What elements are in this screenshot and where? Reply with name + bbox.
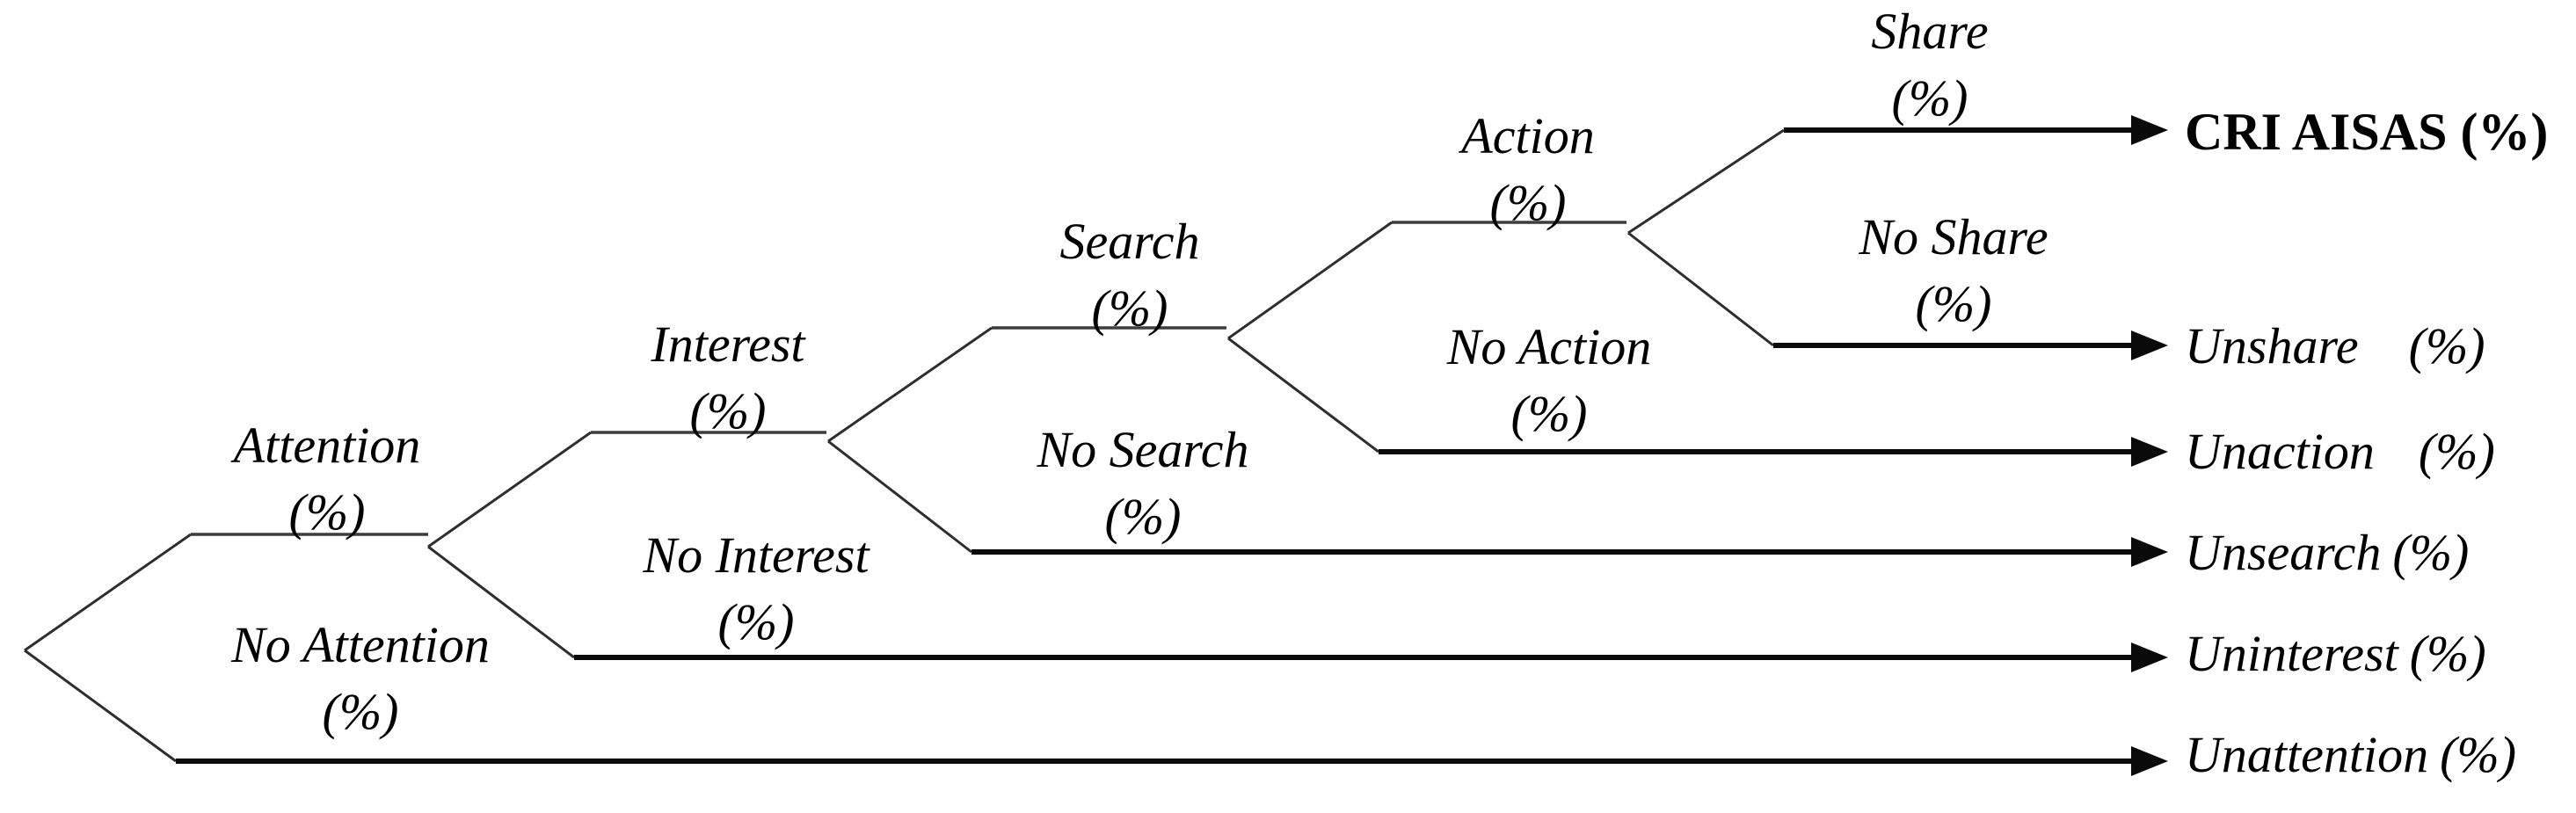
stage-label-search: Search (%)	[1060, 208, 1200, 342]
branch-label-no-search: No Search (%)	[1037, 417, 1248, 550]
no-share-percent: (%)	[1915, 275, 1992, 332]
no-interest-name: No Interest	[643, 526, 870, 584]
uninterest-label: Uninterest	[2185, 625, 2398, 682]
unsearch-label: Unsearch	[2185, 524, 2382, 581]
no-attention-percent: (%)	[322, 683, 399, 740]
no-search-name: No Search	[1037, 421, 1249, 478]
no-search-percent: (%)	[1104, 488, 1182, 545]
unsearch-arrowhead-icon	[2131, 537, 2168, 567]
stage-interest-percent: (%)	[689, 382, 767, 439]
unaction-label: Unaction	[2185, 423, 2375, 480]
no-attention-name: No Attention	[231, 616, 490, 673]
stage-attention-name: Attention	[233, 417, 421, 474]
stage-label-attention: Attention (%)	[234, 412, 421, 546]
outcome-uninterest: Uninterest (%)	[2185, 628, 2486, 680]
no-share-name: No Share	[1859, 208, 2048, 265]
interest-to-unsearch-diagonal	[827, 439, 972, 554]
branch-label-no-attention: No Attention (%)	[231, 612, 490, 745]
stage-search-name: Search	[1059, 213, 1200, 270]
unattention-arrowhead-icon	[2131, 746, 2168, 776]
attention-to-interest-diagonal	[427, 431, 592, 548]
unattention-percent: (%)	[2440, 726, 2517, 783]
unsearch-percent: (%)	[2392, 524, 2470, 581]
no-action-percent: (%)	[1510, 385, 1588, 442]
unaction-percent: (%)	[2418, 423, 2495, 480]
unshare-label: Unshare	[2185, 317, 2359, 374]
uninterest-arrowhead-icon	[2131, 642, 2168, 672]
stage-label-action: Action (%)	[1461, 103, 1594, 236]
outcome-unsearch: Unsearch (%)	[2185, 526, 2469, 579]
branch-diagonals	[24, 128, 1785, 763]
search-to-action-diagonal	[1227, 221, 1393, 340]
outcome-cri-aisas: CRI AISAS (%)	[2185, 104, 2548, 160]
stage-action-name: Action	[1461, 107, 1595, 164]
outcome-unaction: Unaction (%)	[2185, 425, 2495, 478]
stage-attention-percent: (%)	[288, 483, 366, 541]
root-to-unattention-diagonal	[24, 649, 177, 763]
root-to-attention-diagonal	[24, 533, 192, 652]
stage-action-percent: (%)	[1489, 174, 1567, 231]
attention-to-uninterest-diagonal	[427, 545, 575, 659]
branch-label-no-action: No Action (%)	[1447, 314, 1652, 447]
interest-to-search-diagonal	[827, 326, 993, 443]
stage-share-name: Share	[1871, 3, 1989, 60]
action-to-unshare-diagonal	[1627, 231, 1774, 347]
cri-arrowhead-icon	[2131, 115, 2168, 145]
branch-label-no-interest: No Interest (%)	[643, 522, 869, 656]
cri-aisas-label: CRI AISAS (%)	[2185, 103, 2549, 161]
stage-interest-name: Interest	[651, 316, 805, 373]
search-to-unaction-diagonal	[1227, 337, 1379, 454]
unaction-arrowhead-icon	[2131, 437, 2168, 467]
stage-search-percent: (%)	[1091, 279, 1168, 337]
outcome-unattention: Unattention (%)	[2185, 729, 2516, 781]
unshare-percent: (%)	[2408, 317, 2485, 374]
uninterest-percent: (%)	[2409, 625, 2486, 682]
no-interest-percent: (%)	[717, 593, 795, 650]
stage-label-lines	[191, 221, 1626, 536]
unattention-label: Unattention	[2185, 726, 2429, 783]
stage-label-interest: Interest (%)	[651, 311, 804, 445]
action-to-share-diagonal	[1627, 128, 1785, 235]
unshare-arrowhead-icon	[2131, 330, 2168, 360]
outcome-unshare: Unshare (%)	[2185, 320, 2485, 373]
stage-share-percent: (%)	[1891, 69, 1968, 127]
no-action-name: No Action	[1446, 318, 1652, 375]
outcome-arrow-lines	[176, 115, 2168, 776]
branch-label-no-share: No Share (%)	[1859, 204, 2048, 338]
stage-label-share: Share (%)	[1871, 0, 1988, 132]
